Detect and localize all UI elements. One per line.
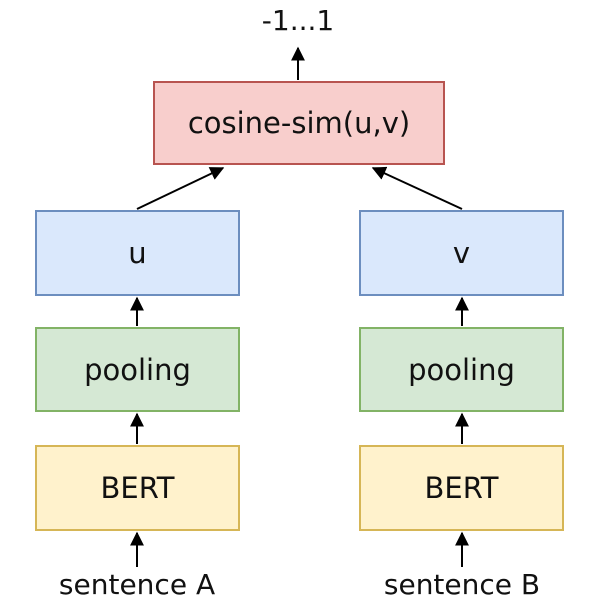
cosine-similarity-node: cosine-sim(u,v) — [153, 81, 445, 165]
sentence-b-label: sentence B — [383, 568, 541, 601]
bert-b-node: BERT — [359, 445, 564, 531]
bert-a-node: BERT — [35, 445, 240, 531]
embedding-v-node: v — [359, 210, 564, 296]
embedding-u-node: u — [35, 210, 240, 296]
arrow-u-to-similarity — [136, 167, 225, 210]
arrow-v-to-similarity — [371, 166, 463, 210]
pooling-b-node: pooling — [359, 327, 564, 412]
pooling-a-node: pooling — [35, 327, 240, 412]
output-range-label: -1...1 — [261, 4, 335, 37]
sentence-a-label: sentence A — [58, 568, 216, 601]
